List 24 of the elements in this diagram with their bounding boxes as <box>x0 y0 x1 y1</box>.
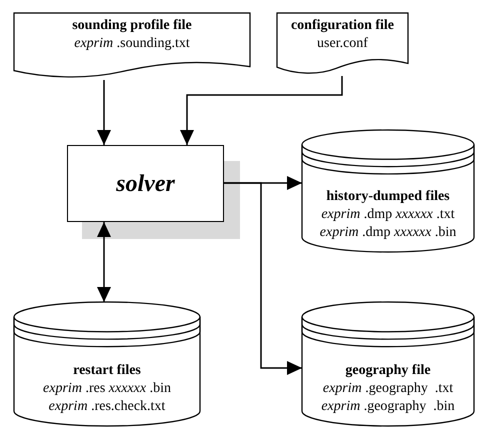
database-cylinder <box>302 302 474 426</box>
process-label: solver <box>116 174 175 192</box>
file-title: geography file <box>345 362 431 380</box>
document-shape <box>277 13 408 76</box>
arrow <box>97 222 111 302</box>
file-name: exprim .geography .txt <box>322 380 454 398</box>
file-title: sounding profile file <box>72 17 192 35</box>
file-name: exprim .dmp xxxxxx .bin <box>320 224 456 242</box>
file-name: exprim .res.check.txt <box>48 398 166 416</box>
file-name: exprim .dmp xxxxxx .txt <box>321 206 455 224</box>
file-name: exprim .res xxxxxx .bin <box>43 380 171 398</box>
database-cylinder <box>14 302 200 426</box>
database-cylinder <box>302 130 474 252</box>
arrow <box>180 76 343 145</box>
file-title: configuration file <box>290 17 394 35</box>
file-name: exprim .geography .bin <box>321 398 455 416</box>
arrow <box>224 182 302 375</box>
file-title: history-dumped files <box>326 188 450 206</box>
arrow <box>97 80 111 145</box>
process-box <box>67 145 224 222</box>
file-title: restart files <box>73 362 141 380</box>
file-name: user.conf <box>317 35 368 53</box>
document-shape <box>14 13 250 80</box>
file-name: exprim .sounding.txt <box>74 35 190 53</box>
